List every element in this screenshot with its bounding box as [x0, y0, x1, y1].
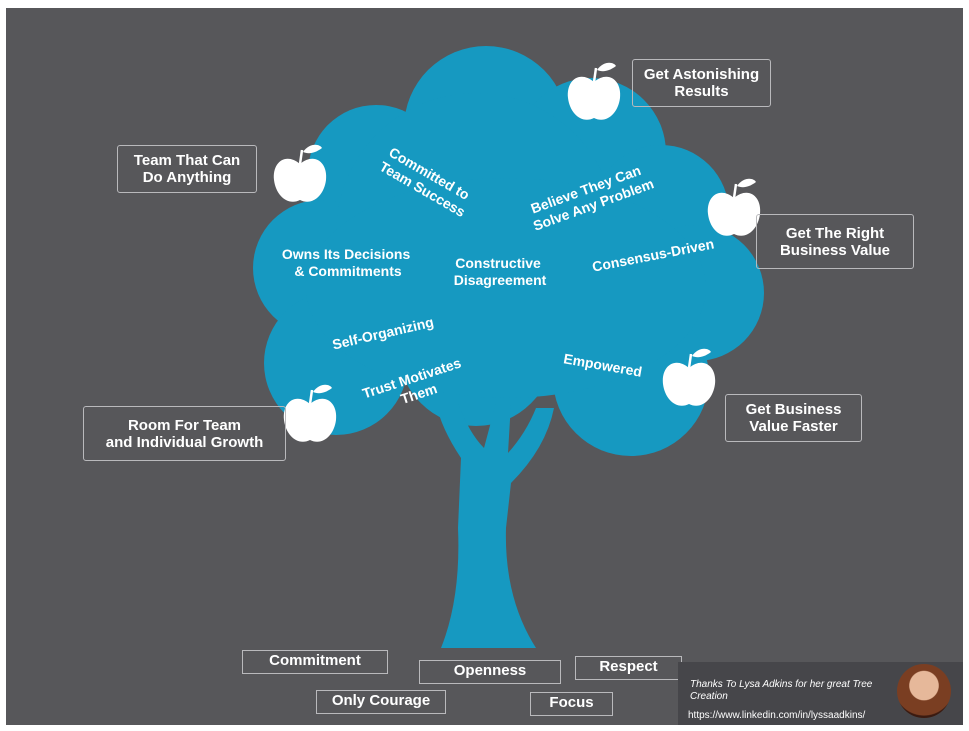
avatar — [897, 664, 951, 718]
credit-note: Thanks To Lysa Adkins for her great Tree… — [690, 679, 873, 702]
leaf-owns-decisions: Owns Its Decisions & Commitments — [282, 246, 414, 279]
callout-right-business-value: Get The Right Business Value — [756, 214, 914, 269]
root-focus: Focus — [530, 692, 613, 716]
slide: Committed to Team Success Believe They C… — [6, 8, 963, 725]
root-commitment: Commitment — [242, 650, 388, 674]
callout-business-value-faster: Get Business Value Faster — [725, 394, 862, 442]
leaf-constructive: Constructive Disagreement — [454, 255, 547, 288]
root-openness: Openness — [419, 660, 561, 684]
callout-astonishing-results: Get Astonishing Results — [632, 59, 771, 107]
apple-icon — [566, 61, 622, 122]
root-courage: Only Courage — [316, 690, 446, 714]
credit-url[interactable]: https://www.linkedin.com/in/lyssaadkins/ — [688, 710, 866, 721]
tree-shape — [253, 46, 764, 648]
callout-team-that-can-do-anything: Team That Can Do Anything — [117, 145, 257, 193]
root-respect: Respect — [575, 656, 682, 680]
callout-room-for-growth: Room For Team and Individual Growth — [83, 406, 286, 461]
tree-diagram: Committed to Team Success Believe They C… — [253, 46, 764, 648]
